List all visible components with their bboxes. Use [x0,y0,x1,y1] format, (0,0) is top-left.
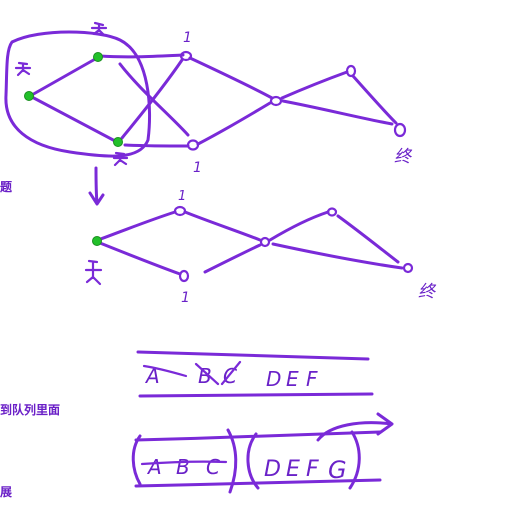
node-f2 [259,236,271,248]
edge-g2-to-end2 [336,214,400,264]
strike-mark [140,460,228,466]
queue2-item-e: E [286,457,300,482]
person-icon [90,21,108,37]
edge-c2-to-f2 [183,210,262,242]
node-g [345,64,357,78]
node-f [269,95,283,107]
node-e [186,139,200,151]
edge-e2-to-f2 [203,243,262,274]
side-label-queue: 到队列里面 [0,403,61,417]
queue1-item-d: D [266,367,281,391]
strike-mark [142,364,188,378]
queue2-item-a: A [146,455,162,479]
queue2-item-b: B [176,455,190,479]
edge-b-to-c [120,58,184,140]
label-node-c2: 1 [178,189,186,204]
queue-row-1: A B C D E F [136,350,374,398]
edge-a-to-e [118,62,190,137]
visited-node-s [24,91,34,101]
node-c [179,50,193,62]
bottom-graph: 1 1 终 [84,189,437,306]
edge-s-to-a [28,56,99,98]
queue2-item-c: C [206,455,220,479]
person-icon [112,151,129,167]
queue1-item-e: E [286,367,299,391]
edge-f-to-g [280,70,349,100]
node-c2 [173,205,187,217]
label-end: 终 [394,147,413,167]
node-end [393,122,407,138]
queue-row-2: A B C D E F G [131,412,394,494]
edge-f2-to-g2 [268,210,330,242]
edge-e-to-f [196,101,272,146]
node-end2 [402,262,414,274]
node-g2 [326,207,338,217]
queue1-item-a: A [144,364,160,388]
label-node-c: 1 [183,30,192,46]
edge-s-to-c2 [96,210,177,242]
down-arrow-icon [88,166,105,206]
edge-f-to-end [281,99,394,126]
person-icon [84,259,103,286]
queue2-item-d: D [264,457,281,482]
side-label-zhan: 展 [0,485,13,499]
visited-node-a [93,52,103,62]
strike-mark [194,362,220,386]
edge-s-to-e2 [98,241,182,276]
visited-node-s2 [92,236,102,246]
visited-node-b [113,137,123,147]
group1-bracket [131,428,238,494]
edge-c-to-f [188,56,274,100]
side-label-ti: 题 [0,180,13,194]
queue2-item-g: G [328,456,347,484]
edge-g-to-end [351,74,398,125]
queue1-bottom-line [138,392,374,398]
queue1-top-line [136,350,370,361]
queue2-top-line [134,430,382,442]
edge-s-to-b [28,94,119,144]
edge-f2-to-end2 [271,242,404,270]
node-e2 [178,269,190,283]
edge-b-to-e [123,143,190,148]
curved-arrow-icon [316,412,394,442]
group2-bracket [246,430,361,490]
label-node-e2: 1 [181,290,190,306]
strike-mark [220,360,242,386]
label-node-e: 1 [193,160,202,176]
top-graph: 1 1 终 [4,21,413,206]
circle-lasso [4,30,151,158]
person-icon [14,61,32,77]
queue1-item-f: F [306,367,318,391]
edge-a-to-c [98,53,185,59]
queue2-item-f: F [306,457,319,482]
label-end2: 终 [418,282,437,302]
